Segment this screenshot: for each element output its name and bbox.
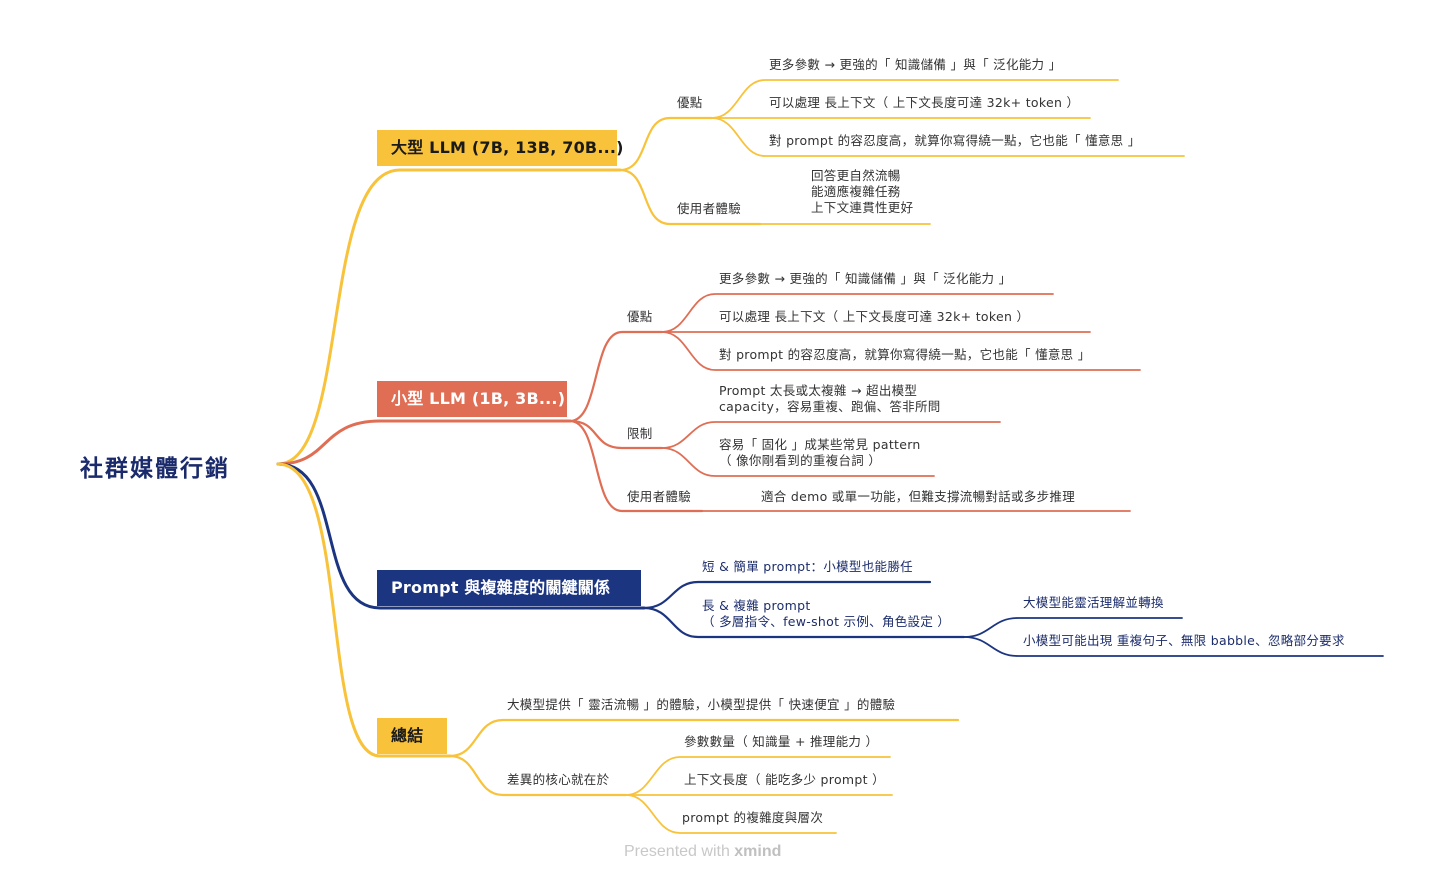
topic-prompt-complexity[interactable]: Prompt 與複雜度的關鍵關係 [377, 570, 641, 606]
summary-statement[interactable]: 大模型提供「 靈活流暢 」的體驗，小模型提供「 快速便宜 」的體驗 [507, 697, 896, 712]
large-advantage-item-3[interactable]: 對 prompt 的容忍度高，就算你寫得繞一點，它也能「 懂意思 」 [769, 133, 1141, 148]
summary-core-item-3[interactable]: prompt 的複雜度與層次 [682, 810, 824, 825]
topic-summary-label: 總結 [391, 726, 424, 745]
line-summary-core-3 [625, 794, 837, 834]
line-large-exp [618, 168, 762, 226]
root-topic[interactable]: 社群媒體行銷 [80, 456, 230, 482]
prompt-long-item-1[interactable]: 大模型能靈活理解並轉換 [1023, 595, 1164, 610]
line-large-adv-3 [711, 117, 1185, 157]
line-prompt-short [642, 580, 932, 610]
large-advantages-label[interactable]: 優點 [677, 95, 703, 110]
topic-large-llm-label: 大型 LLM (7B, 13B, 70B...) [391, 138, 624, 157]
large-experience-label[interactable]: 使用者體驗 [677, 201, 742, 216]
large-advantage-item-1[interactable]: 更多參數 → 更強的「 知識儲備 」與「 泛化能力 」 [769, 57, 1062, 72]
small-advantage-item-1[interactable]: 更多參數 → 更強的「 知識儲備 」與「 泛化能力 」 [719, 271, 1012, 286]
line-prompt-long-2 [963, 636, 1384, 657]
xmind-watermark: Presented with xmind [624, 843, 781, 861]
small-advantages-label[interactable]: 優點 [627, 309, 653, 324]
line-small-adv [568, 330, 664, 423]
line-summary-core-1 [625, 756, 891, 796]
small-advantage-item-3[interactable]: 對 prompt 的容忍度高，就算你寫得繞一點，它也能「 懂意思 」 [719, 347, 1091, 362]
summary-core-item-2[interactable]: 上下文長度（ 能吃多少 prompt ） [684, 772, 885, 787]
line-small-exp [568, 419, 704, 513]
small-limits-label[interactable]: 限制 [627, 426, 653, 441]
small-limit-item-1[interactable]: Prompt 太長或太複雜 → 超出模型 capacity，容易重複、跑偏、答非… [719, 383, 941, 414]
line-small-limit [568, 419, 664, 450]
large-advantage-item-2[interactable]: 可以處理 長上下文（ 上下文長度可達 32k+ token ） [769, 95, 1080, 110]
line-summary-core [448, 754, 628, 797]
line-small-limit-1 [661, 421, 1001, 449]
small-experience-label[interactable]: 使用者體驗 [627, 489, 692, 504]
line-prompt-long-1 [963, 617, 1183, 638]
prompt-short-item[interactable]: 短 & 簡單 prompt：小模型也能勝任 [702, 559, 913, 574]
topic-small-llm[interactable]: 小型 LLM (1B, 3B...) [377, 381, 567, 417]
small-limit-item-2[interactable]: 容易「 固化 」成某些常見 pattern （ 像你剛看到的重複台詞 ） [719, 437, 921, 468]
watermark-brand: xmind [734, 843, 782, 860]
prompt-long-item-2[interactable]: 小模型可能出現 重複句子、無限 babble、忽略部分要求 [1023, 633, 1345, 648]
prompt-long-label[interactable]: 長 & 複雜 prompt （ 多層指令、few-shot 示例、角色設定 ） [702, 598, 951, 629]
topic-summary[interactable]: 總結 [377, 718, 447, 754]
topic-prompt-complexity-label: Prompt 與複雜度的關鍵關係 [391, 578, 611, 597]
line-summary-statement [448, 718, 960, 758]
branch-large [276, 168, 622, 466]
line-small-adv-1 [661, 293, 1054, 333]
line-small-adv-3 [661, 331, 1141, 371]
large-experience-text[interactable]: 回答更自然流暢 能適應複雜任務 上下文連貫性更好 [811, 168, 914, 215]
branch-small [276, 419, 572, 466]
small-experience-text[interactable]: 適合 demo 或單一功能，但難支撐流暢對話或多步推理 [761, 489, 1075, 504]
summary-core-item-1[interactable]: 參數數量（ 知識量 + 推理能力 ） [684, 734, 879, 749]
summary-core-label[interactable]: 差異的核心就在於 [507, 772, 610, 787]
line-prompt-long [642, 606, 966, 639]
line-large-adv-1 [711, 79, 1119, 119]
small-advantage-item-2[interactable]: 可以處理 長上下文（ 上下文長度可達 32k+ token ） [719, 309, 1030, 324]
topic-large-llm[interactable]: 大型 LLM (7B, 13B, 70B...) [377, 130, 623, 166]
branch-summary [276, 462, 452, 758]
line-large-adv [618, 116, 714, 172]
branch-prompt [276, 462, 646, 610]
topic-small-llm-label: 小型 LLM (1B, 3B...) [391, 389, 566, 408]
watermark-prefix: Presented with [624, 843, 735, 860]
line-small-limit-2 [661, 447, 935, 477]
